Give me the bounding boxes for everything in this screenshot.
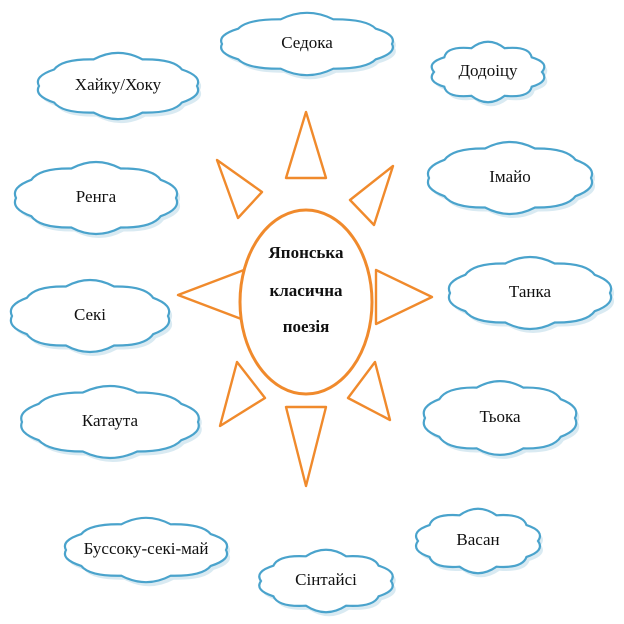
cloud-label: Ренга xyxy=(76,187,117,206)
cloud-label: Тьока xyxy=(479,407,521,426)
ray-triangle-bottom xyxy=(284,405,328,488)
cloud-shape xyxy=(430,40,546,104)
cloud-label: Додоіцу xyxy=(458,61,518,80)
cloud-dodoitsu: Додоіцу xyxy=(430,40,548,107)
cloud-choka: Тьока xyxy=(422,380,580,459)
cloud-label: Катаута xyxy=(82,411,139,430)
center-label-line-1: Японська xyxy=(269,243,344,262)
cloud-shape xyxy=(414,507,542,575)
center-label-line-2: класична xyxy=(269,281,343,300)
cloud-renga: Ренга xyxy=(13,160,181,238)
cloud-label: Васан xyxy=(456,530,499,549)
ray-triangle-upper-left xyxy=(215,158,264,220)
rays-layer xyxy=(176,110,434,488)
cloud-katauta: Катаута xyxy=(20,384,202,462)
cloud-shape xyxy=(63,516,229,584)
cloud-imayo: Імайо xyxy=(426,140,596,218)
ray-triangle-top xyxy=(284,110,328,180)
ray-triangle-upper-right xyxy=(348,164,395,227)
ray-triangle-left xyxy=(176,268,246,322)
cloud-shape xyxy=(36,51,200,121)
cloud-vasan: Васан xyxy=(414,507,543,578)
cloud-label: Танка xyxy=(509,282,552,301)
ray-triangle-lower-left xyxy=(218,360,267,428)
cloud-label: Сінтайсі xyxy=(295,570,357,589)
cloud-shintaisi: Сінтайсі xyxy=(258,548,396,617)
center-label-line-3: поезія xyxy=(283,317,330,336)
cloud-shape xyxy=(447,255,613,331)
cloud-sedoka: Седока xyxy=(220,11,396,80)
cloud-shape xyxy=(220,11,394,77)
ray-triangle-right xyxy=(374,268,434,326)
cloud-shape xyxy=(426,140,594,216)
ray-triangle-lower-right xyxy=(346,360,392,422)
cloud-seki: Секі xyxy=(9,278,173,356)
cloud-label: Буссоку-секі-май xyxy=(84,539,209,558)
cloud-shape xyxy=(9,278,171,354)
center-layer: Японська класична поезія xyxy=(238,208,374,396)
cloud-label: Імайо xyxy=(489,167,530,186)
cloud-label: Седока xyxy=(281,33,333,52)
cloud-bussoku: Буссоку-секі-май xyxy=(63,516,231,587)
cloud-tanka: Танка xyxy=(447,255,615,333)
cloud-shape xyxy=(422,380,578,456)
cloud-shape xyxy=(258,548,394,614)
center-ellipse xyxy=(238,208,374,396)
cloud-label: Хайку/Хоку xyxy=(75,75,162,94)
cloud-label: Секі xyxy=(74,305,106,324)
cloud-shape xyxy=(20,384,200,460)
cloud-shape xyxy=(13,160,179,236)
cloud-haiku: Хайку/Хоку xyxy=(36,51,202,124)
